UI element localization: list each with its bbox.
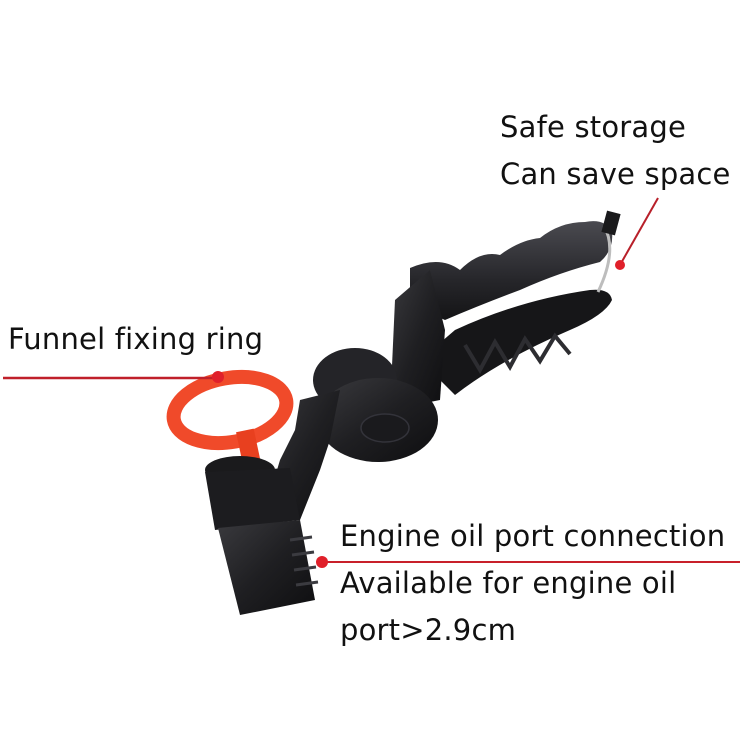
ring-label: Funnel fixing ring: [8, 322, 264, 356]
storage-label-line1: Safe storage: [500, 110, 687, 144]
storage-label-line2: Can save space: [500, 157, 731, 191]
lower-handle: [420, 289, 612, 395]
port-label-line3: port>2.9cm: [340, 613, 517, 647]
funnel-fixing-ring: [166, 369, 294, 472]
port-label-line1: Engine oil port connection: [340, 519, 726, 553]
spring-clip: [596, 210, 621, 293]
upper-grip-handle: [410, 221, 613, 320]
port-label-line2: Available for engine oil: [340, 566, 677, 600]
oil-port-connector: [205, 456, 319, 615]
